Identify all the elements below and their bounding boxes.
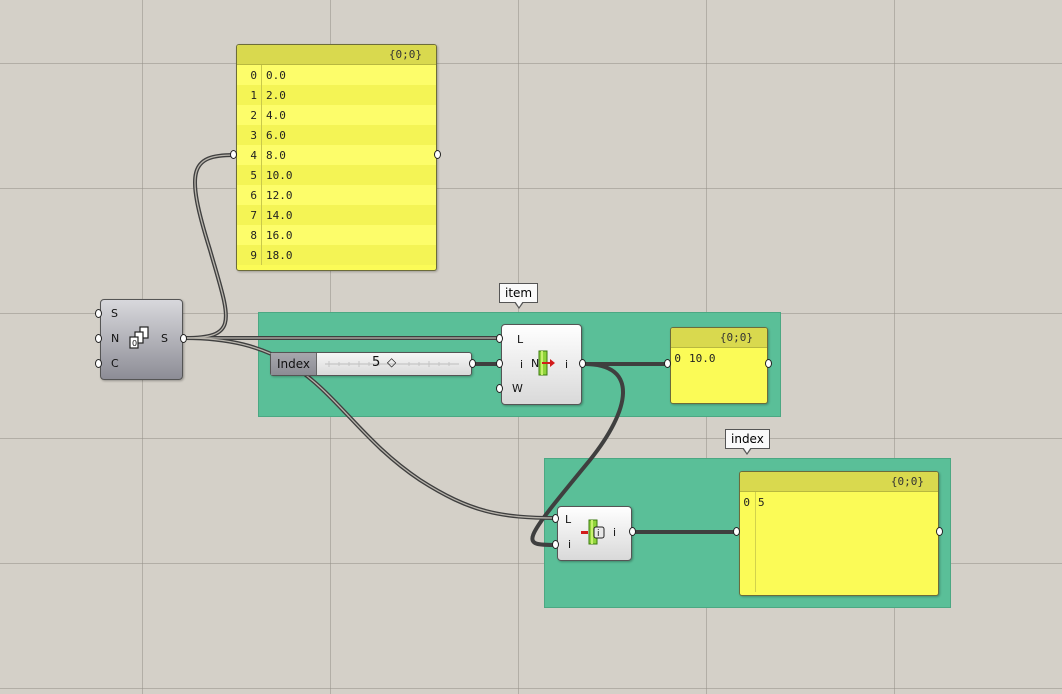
- series-grip-S-out[interactable]: [180, 334, 187, 343]
- panel-index-output[interactable]: {0;0} 0 5: [739, 471, 939, 596]
- panel-row-index: 2: [250, 108, 257, 122]
- panel-row-index: 8: [250, 228, 257, 242]
- panel-row-value: 12.0: [261, 185, 293, 205]
- series-component[interactable]: S N C S 0: [100, 299, 183, 380]
- listitem-input-L[interactable]: L: [517, 333, 524, 346]
- panel-row-value: 10.0: [261, 165, 293, 185]
- panel-header: {0;0}: [671, 328, 767, 348]
- panel-row-value: 8.0: [261, 145, 286, 165]
- panel-row-index: 0: [674, 351, 681, 365]
- panel-item-output[interactable]: {0;0} 0 10.0: [670, 327, 768, 404]
- slider-ticks: [325, 361, 460, 367]
- listitem-input-i[interactable]: i: [520, 358, 524, 371]
- series-input-S[interactable]: S: [111, 307, 118, 320]
- group-item-label: item: [499, 283, 539, 309]
- listitem-output-i[interactable]: i: [565, 358, 569, 371]
- member-index-icon: i: [581, 519, 605, 545]
- listitem-grip-out[interactable]: [579, 359, 586, 368]
- listitem-grip-W[interactable]: [496, 384, 503, 393]
- panel-row-value: 5: [758, 495, 765, 509]
- listitem-input-W[interactable]: W: [512, 382, 523, 395]
- index-slider[interactable]: Index 5 ◇: [270, 352, 472, 376]
- series-grip-S-in[interactable]: [95, 309, 102, 318]
- panel-rows: 0 5: [740, 492, 938, 592]
- memberindex-input-i[interactable]: i: [568, 538, 572, 551]
- series-output-S[interactable]: S: [161, 332, 168, 345]
- memberindex-grip-L[interactable]: [552, 514, 559, 523]
- wire-listitem-to-memberindex-i: [530, 362, 625, 547]
- panel-row-index: 9: [250, 248, 257, 262]
- panel-index-input-grip[interactable]: [733, 527, 740, 536]
- series-input-C[interactable]: C: [111, 357, 119, 370]
- panel-row-index: 0: [743, 495, 750, 509]
- series-input-N[interactable]: N: [111, 332, 120, 345]
- list-item-icon: N: [531, 350, 555, 376]
- panel-row-value: 6.0: [261, 125, 286, 145]
- group-index-label: index: [725, 429, 770, 455]
- slider-track[interactable]: 5 ◇: [317, 353, 471, 375]
- panel-row-index: 4: [250, 148, 257, 162]
- slider-handle-icon[interactable]: ◇: [387, 355, 397, 369]
- panel-row-value: 2.0: [261, 85, 286, 105]
- memberindex-grip-i[interactable]: [552, 540, 559, 549]
- list-item-component[interactable]: L i W i N: [501, 324, 582, 405]
- memberindex-input-L[interactable]: L: [565, 513, 572, 526]
- panel-row-index: 6: [250, 188, 257, 202]
- panel-row-index: 5: [250, 168, 257, 182]
- listitem-grip-i[interactable]: [496, 359, 503, 368]
- series-grip-C-in[interactable]: [95, 359, 102, 368]
- panel-row-index: 7: [250, 208, 257, 222]
- slider-output-grip[interactable]: [469, 359, 476, 368]
- svg-text:0: 0: [132, 339, 137, 348]
- panel-row-value: 4.0: [261, 105, 286, 125]
- panel-output-grip[interactable]: [434, 150, 441, 159]
- series-grip-N-in[interactable]: [95, 334, 102, 343]
- slider-name: Index: [271, 353, 318, 375]
- panel-row-index: 3: [250, 128, 257, 142]
- panel-item-input-grip[interactable]: [664, 359, 671, 368]
- panel-rows: 0 10.0: [671, 348, 767, 368]
- panel-row-value: 0.0: [261, 65, 286, 85]
- listitem-grip-L[interactable]: [496, 334, 503, 343]
- panel-index-output-grip[interactable]: [936, 527, 943, 536]
- slider-value: 5: [372, 355, 381, 370]
- memberindex-output-i[interactable]: i: [613, 526, 617, 539]
- panel-item-output-grip[interactable]: [765, 359, 772, 368]
- panel-row-index: 0: [250, 68, 257, 82]
- panel-row-value: 14.0: [261, 205, 293, 225]
- svg-text:i: i: [597, 529, 600, 539]
- memberindex-grip-out[interactable]: [629, 527, 636, 536]
- panel-row-value: 16.0: [261, 225, 293, 245]
- member-index-component[interactable]: L i i i: [557, 506, 632, 561]
- series-icon: 0: [129, 326, 149, 349]
- panel-input-grip[interactable]: [230, 150, 237, 159]
- panel-row-index: 1: [250, 88, 257, 102]
- panel-row-value: 10.0: [689, 351, 716, 365]
- panel-row-value: 18.0: [261, 245, 293, 265]
- svg-text:N: N: [531, 357, 539, 370]
- panel-header: {0;0}: [237, 45, 436, 65]
- panel-header: {0;0}: [740, 472, 938, 492]
